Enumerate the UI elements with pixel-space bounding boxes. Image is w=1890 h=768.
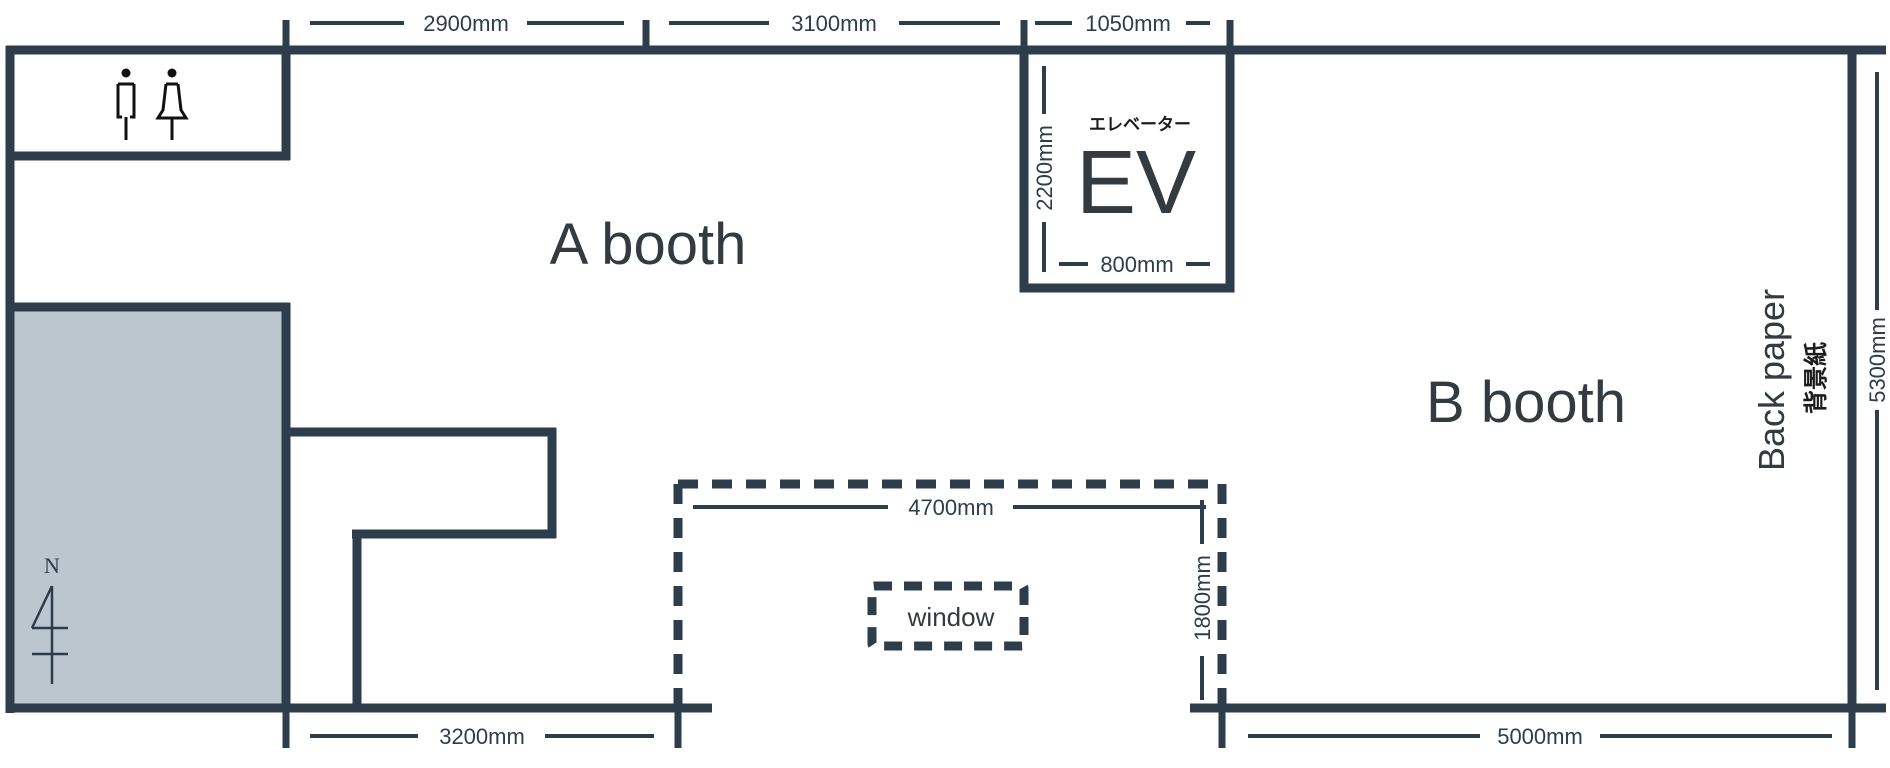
elevator-label: EV xyxy=(1076,133,1196,233)
window-frame xyxy=(867,581,1029,651)
window-depth-value: 1800mm xyxy=(1190,555,1215,641)
top-dimension-lines xyxy=(282,20,1234,50)
north-arrow-icon xyxy=(30,585,68,684)
bottom-dimension-2: 5000mm xyxy=(1497,724,1583,749)
b-booth-label: B booth xyxy=(1426,370,1626,435)
walls xyxy=(5,45,1886,713)
elevator-width-value: 800mm xyxy=(1100,252,1173,277)
top-dimension-1: 2900mm xyxy=(423,11,509,36)
window-alcove xyxy=(673,479,1227,708)
bottom-dimension-1: 3200mm xyxy=(439,724,525,749)
bottom-dimension-lines xyxy=(282,708,1856,748)
shaded-area xyxy=(10,307,285,707)
back-paper-label-jp: 背景紙 xyxy=(1802,342,1830,414)
elevator-depth-value: 2200mm xyxy=(1032,125,1057,211)
elevator-label-jp: エレベーター xyxy=(1089,115,1191,135)
window-width-value: 4700mm xyxy=(908,495,994,520)
a-booth-label: A booth xyxy=(550,212,747,277)
window-label: window xyxy=(907,602,995,632)
compass-label: N xyxy=(44,553,60,578)
top-dimension-2: 3100mm xyxy=(791,11,877,36)
back-paper-length: 5300mm xyxy=(1865,317,1890,403)
restroom-icon xyxy=(116,68,189,140)
top-dimension-3: 1050mm xyxy=(1085,11,1171,36)
back-paper-label: Back paper xyxy=(1751,289,1792,471)
